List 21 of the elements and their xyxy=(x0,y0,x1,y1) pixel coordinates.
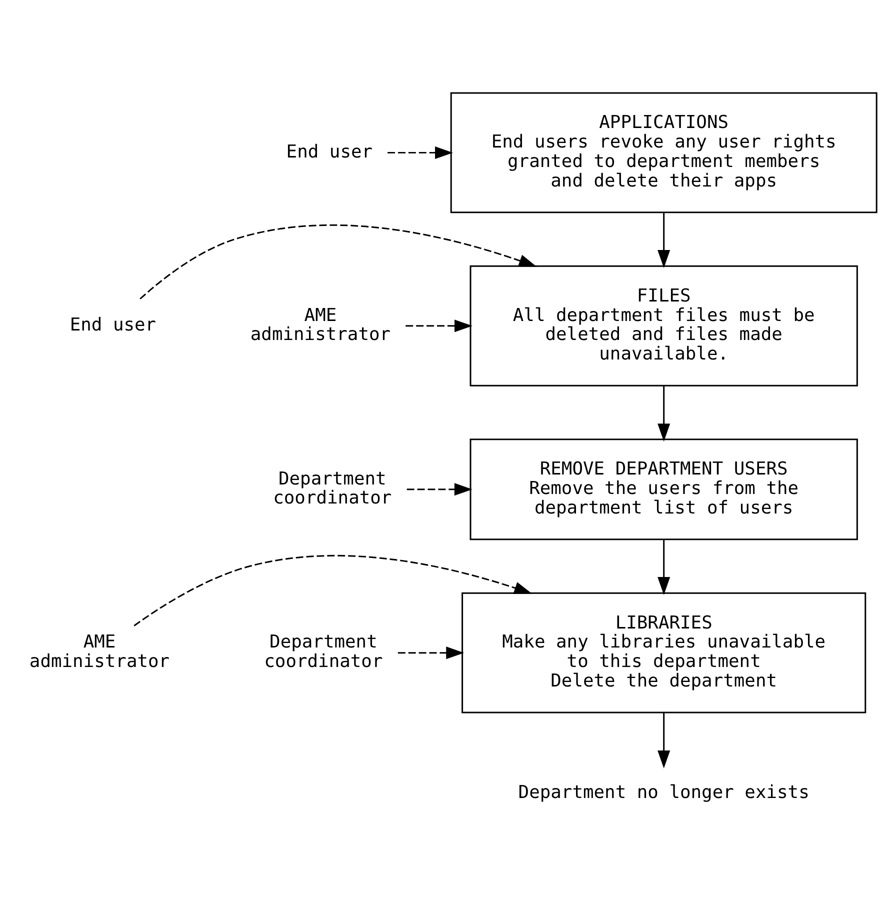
arrow xyxy=(140,224,537,300)
node-text: Department no longer exists xyxy=(518,782,810,803)
node-text: AME administrator xyxy=(250,304,391,346)
arrow xyxy=(406,320,472,332)
arrow xyxy=(658,539,670,595)
node-text: End user xyxy=(70,314,156,336)
arrow xyxy=(398,646,464,660)
arrow xyxy=(388,146,453,159)
node-box: FILES All department files must be deleted and files made unavailable. xyxy=(470,265,858,386)
node-box: LIBRARIES Make any libraries unavailable to this department Delete the department xyxy=(462,592,866,714)
node-box: APPLICATIONS End users revoke any user rights granted to department members and delete their apps xyxy=(450,92,878,214)
node-box: REMOVE DEPARTMENT USERS Remove the users from the department list of users xyxy=(470,438,858,540)
arrow xyxy=(658,212,670,268)
node-text: AME administrator xyxy=(29,632,170,672)
node-text: Department coordinator xyxy=(273,468,392,509)
arrow xyxy=(406,483,472,496)
arrow xyxy=(658,712,670,768)
node-text: Department coordinator xyxy=(264,632,383,672)
arrow xyxy=(134,554,532,626)
arrow xyxy=(658,386,670,442)
node-text: End user xyxy=(286,141,373,162)
